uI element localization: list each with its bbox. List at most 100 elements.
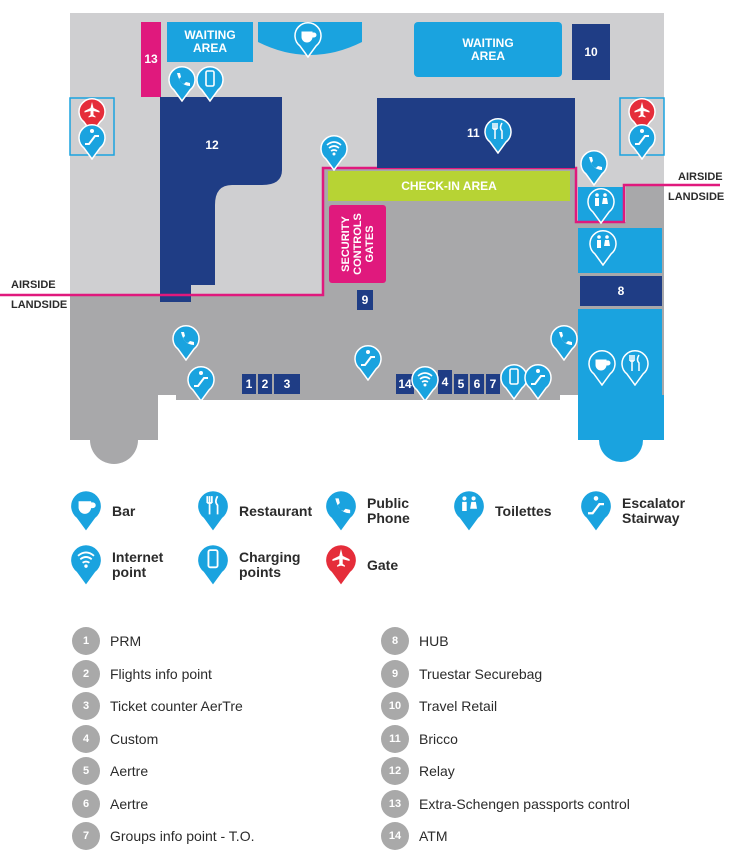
legend-row-10: 10 Travel Retail xyxy=(381,691,497,721)
legend-row-label: Flights info point xyxy=(110,666,212,682)
legend-row-label: Ticket counter AerTre xyxy=(110,698,243,714)
legend-label: Escalator Stairway xyxy=(622,495,686,526)
phone-icon[interactable] xyxy=(550,325,578,361)
num-badge: 2 xyxy=(72,660,100,688)
wifi-icon xyxy=(71,545,101,585)
gate-icon[interactable] xyxy=(78,98,106,134)
toilets-icon[interactable] xyxy=(587,188,615,224)
legend-row-label: Aertre xyxy=(110,763,149,779)
legend-row-label: Relay xyxy=(419,763,455,779)
legend-label: Bar xyxy=(112,502,136,519)
restaurant-icon[interactable] xyxy=(484,118,512,154)
num-badge: 6 xyxy=(72,790,100,818)
legend-row-3: 3 Ticket counter AerTre xyxy=(72,691,243,721)
toilets-icon xyxy=(454,491,484,531)
gate-icon xyxy=(326,545,356,585)
bar-icon[interactable] xyxy=(294,22,322,58)
legend-label: Gate xyxy=(367,556,399,573)
escalator-icon[interactable] xyxy=(187,366,215,402)
legend-row-label: ATM xyxy=(419,828,448,844)
charging-icon[interactable] xyxy=(196,66,224,102)
num-badge: 1 xyxy=(72,627,100,655)
zone-8: 8 xyxy=(580,276,662,306)
escalator-icon[interactable] xyxy=(524,364,552,400)
escalator-icon[interactable] xyxy=(628,124,656,160)
checkin-area: CHECK-IN AREA xyxy=(328,171,570,201)
legend-row-1: 1 PRM xyxy=(72,626,141,656)
terminal-floor-plan xyxy=(0,13,720,464)
legend-wifi: Internet point xyxy=(70,544,163,586)
zone-12-shape xyxy=(160,97,282,302)
landside-label-right: LANDSIDE xyxy=(668,191,725,203)
num-badge: 9 xyxy=(381,660,409,688)
charging-icon xyxy=(198,545,228,585)
toilets-icon[interactable] xyxy=(589,230,617,266)
legend-row-2: 2 Flights info point xyxy=(72,659,212,689)
num-badge: 10 xyxy=(381,692,409,720)
zone-12: 12 xyxy=(205,137,219,152)
zone-14: 14 xyxy=(396,374,414,394)
legend-escalator: Escalator Stairway xyxy=(580,490,685,532)
legend-row-label: Extra-Schengen passports control xyxy=(419,796,630,812)
legend-row-5: 5 Aertre xyxy=(72,756,148,786)
legend-row-14: 14 ATM xyxy=(381,821,448,851)
zone-4: 4 xyxy=(438,370,452,394)
zone-9: 9 xyxy=(357,290,373,310)
num-badge: 7 xyxy=(72,822,100,850)
legend-gate: Gate xyxy=(325,544,398,586)
zone-3: 3 xyxy=(274,374,300,394)
legend-row-label: Aertre xyxy=(110,796,149,812)
legend-row-label: HUB xyxy=(419,633,449,649)
num-badge: 8 xyxy=(381,627,409,655)
num-badge: 5 xyxy=(72,757,100,785)
legend-label: Toilettes xyxy=(495,502,552,519)
legend-restaurant: Restaurant xyxy=(197,490,312,532)
security-label: SECURITY CONTROLS GATES xyxy=(339,213,376,275)
legend-row-6: 6 Aertre xyxy=(72,789,148,819)
bar-icon[interactable] xyxy=(588,350,616,386)
waiting-area-right: WAITING AREA xyxy=(414,22,562,77)
escalator-icon[interactable] xyxy=(78,124,106,160)
legend-row-13: 13 Extra-Schengen passports control xyxy=(381,789,630,819)
num-badge: 14 xyxy=(381,822,409,850)
airside-landside-boundary xyxy=(0,166,720,297)
legend-charging: Charging points xyxy=(197,544,300,586)
landside-label-left: LANDSIDE xyxy=(11,299,68,311)
num-badge: 13 xyxy=(381,790,409,818)
num-badge: 4 xyxy=(72,725,100,753)
zone-1: 1 xyxy=(242,374,256,394)
legend-row-label: Groups info point - T.O. xyxy=(110,828,255,844)
legend-label: Public Phone xyxy=(367,495,410,526)
legend-row-label: Travel Retail xyxy=(419,698,498,714)
wifi-icon[interactable] xyxy=(411,366,439,402)
legend-row-label: PRM xyxy=(110,633,142,649)
gate-icon[interactable] xyxy=(628,98,656,134)
legend-row-7: 7 Groups info point - T.O. xyxy=(72,821,254,851)
phone-icon[interactable] xyxy=(580,150,608,186)
num-badge: 3 xyxy=(72,692,100,720)
legend-phone: Public Phone xyxy=(325,490,410,532)
airside-label-right: AIRSIDE xyxy=(678,171,723,183)
legend-bar: Bar xyxy=(70,490,135,532)
escalator-icon[interactable] xyxy=(354,345,382,381)
security-controls-gates: SECURITY CONTROLS GATES xyxy=(329,205,386,283)
phone-icon[interactable] xyxy=(172,325,200,361)
legend-label: Charging points xyxy=(239,549,301,580)
zone-13: 13 xyxy=(141,22,161,97)
wifi-icon[interactable] xyxy=(320,135,348,171)
legend-row-8: 8 HUB xyxy=(381,626,449,656)
phone-icon[interactable] xyxy=(168,66,196,102)
landside-floor xyxy=(70,168,664,400)
zone-2: 2 xyxy=(258,374,272,394)
zone-11: 11 xyxy=(377,98,575,168)
restaurant-icon[interactable] xyxy=(621,350,649,386)
legend-label: Restaurant xyxy=(239,502,313,519)
bar-icon xyxy=(71,491,101,531)
waiting-area-left: WAITING AREA xyxy=(167,22,253,62)
zone-6: 6 xyxy=(470,374,484,394)
escalator-icon xyxy=(581,491,611,531)
